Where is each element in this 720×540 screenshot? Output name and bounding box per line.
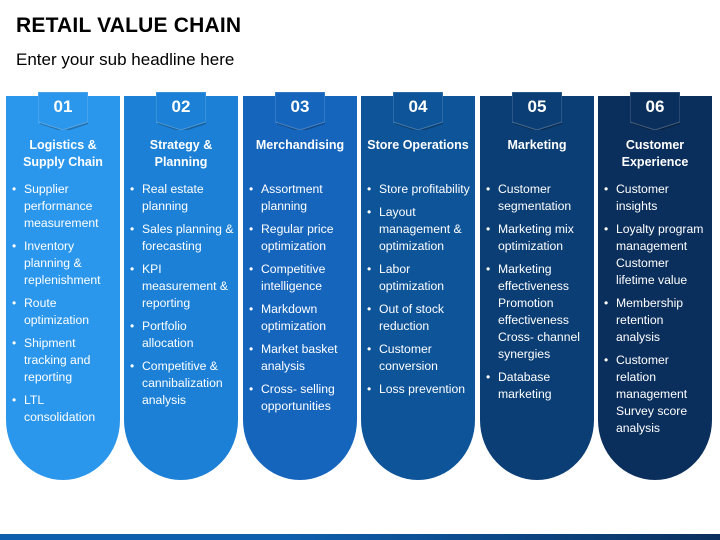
list-item: Customer segmentation (480, 181, 592, 215)
step-number-badge: 01 (38, 92, 88, 130)
column-heading: Logistics & Supply Chain (23, 138, 103, 169)
step-number: 05 (527, 97, 547, 116)
list-item: Marketing mix optimization (480, 221, 592, 255)
column-heading: Customer Experience (621, 138, 689, 169)
list-item: Out of stock reduction (361, 301, 473, 335)
column-item-list: Store profitabilityLayout management & o… (361, 181, 473, 404)
list-item: Labor optimization (361, 261, 473, 295)
list-item: LTL consolidation (6, 392, 118, 426)
step-number: 04 (408, 97, 428, 116)
list-item: Real estate planning (124, 181, 236, 215)
list-item: Market basket analysis (243, 341, 355, 375)
list-item: Portfolio allocation (124, 318, 236, 352)
badge-pentagon (630, 92, 680, 130)
list-item: Customer relation management Survey scor… (598, 352, 710, 437)
column-heading: Strategy & Planning (149, 138, 213, 169)
list-item: Regular price optimization (243, 221, 355, 255)
badge-pentagon (275, 92, 325, 130)
step-number: 03 (290, 97, 310, 116)
list-item: Route optimization (6, 295, 118, 329)
step-number-badge: 02 (156, 92, 206, 130)
list-item: Competitive intelligence (243, 261, 355, 295)
step-number-badge: 06 (630, 92, 680, 130)
step-number: 01 (53, 97, 73, 116)
list-item: Supplier performance measurement (6, 181, 118, 232)
badge-pentagon (393, 92, 443, 130)
column-item-list: Supplier performance measurementInventor… (6, 181, 118, 432)
badge-shape (512, 92, 562, 130)
list-item: Loss prevention (361, 381, 473, 398)
badge-shape (275, 92, 325, 130)
list-item: Cross- selling opportunities (243, 381, 355, 415)
badge-pentagon (512, 92, 562, 130)
column-heading: Merchandising (255, 138, 345, 152)
list-item: Markdown optimization (243, 301, 355, 335)
list-item: Marketing effectiveness Promotion effect… (480, 261, 592, 363)
step-number-badge: 03 (275, 92, 325, 130)
list-item: Database marketing (480, 369, 592, 403)
value-chain-column-5: 05MarketingCustomer segmentationMarketin… (480, 92, 594, 480)
column-item-list: Assortment planningRegular price optimiz… (243, 181, 355, 421)
list-item: Sales planning & forecasting (124, 221, 236, 255)
list-item: Shipment tracking and reporting (6, 335, 118, 386)
column-item-list: Customer segmentationMarketing mix optim… (480, 181, 592, 409)
column-item-list: Real estate planningSales planning & for… (124, 181, 236, 415)
badge-shape (630, 92, 680, 130)
badge-shape (156, 92, 206, 130)
bottom-accent-bar (0, 534, 720, 540)
step-number: 02 (171, 97, 191, 116)
list-item: Inventory planning & replenishment (6, 238, 118, 289)
list-item: Customer conversion (361, 341, 473, 375)
list-item: Membership retention analysis (598, 295, 710, 346)
column-heading: Marketing (507, 138, 567, 152)
badge-shape (38, 92, 88, 130)
badge-pentagon (38, 92, 88, 130)
column-heading: Store Operations (367, 138, 469, 152)
list-item: Competitive & cannibalization analysis (124, 358, 236, 409)
badge-shape (393, 92, 443, 130)
badge-pentagon (156, 92, 206, 130)
list-item: Store profitability (361, 181, 473, 198)
list-item: Loyalty program management Customer life… (598, 221, 710, 289)
step-number-badge: 05 (512, 92, 562, 130)
column-item-list: Customer insightsLoyalty program managem… (598, 181, 710, 443)
list-item: Layout management & optimization (361, 204, 473, 255)
page-subtitle: Enter your sub headline here (16, 50, 235, 69)
step-number: 06 (645, 97, 665, 116)
list-item: Customer insights (598, 181, 710, 215)
page-title: RETAIL VALUE CHAIN (16, 14, 242, 37)
list-item: Assortment planning (243, 181, 355, 215)
step-number-badge: 04 (393, 92, 443, 130)
list-item: KPI measurement & reporting (124, 261, 236, 312)
value-chain-column-3: 03MerchandisingAssortment planningRegula… (243, 92, 357, 480)
